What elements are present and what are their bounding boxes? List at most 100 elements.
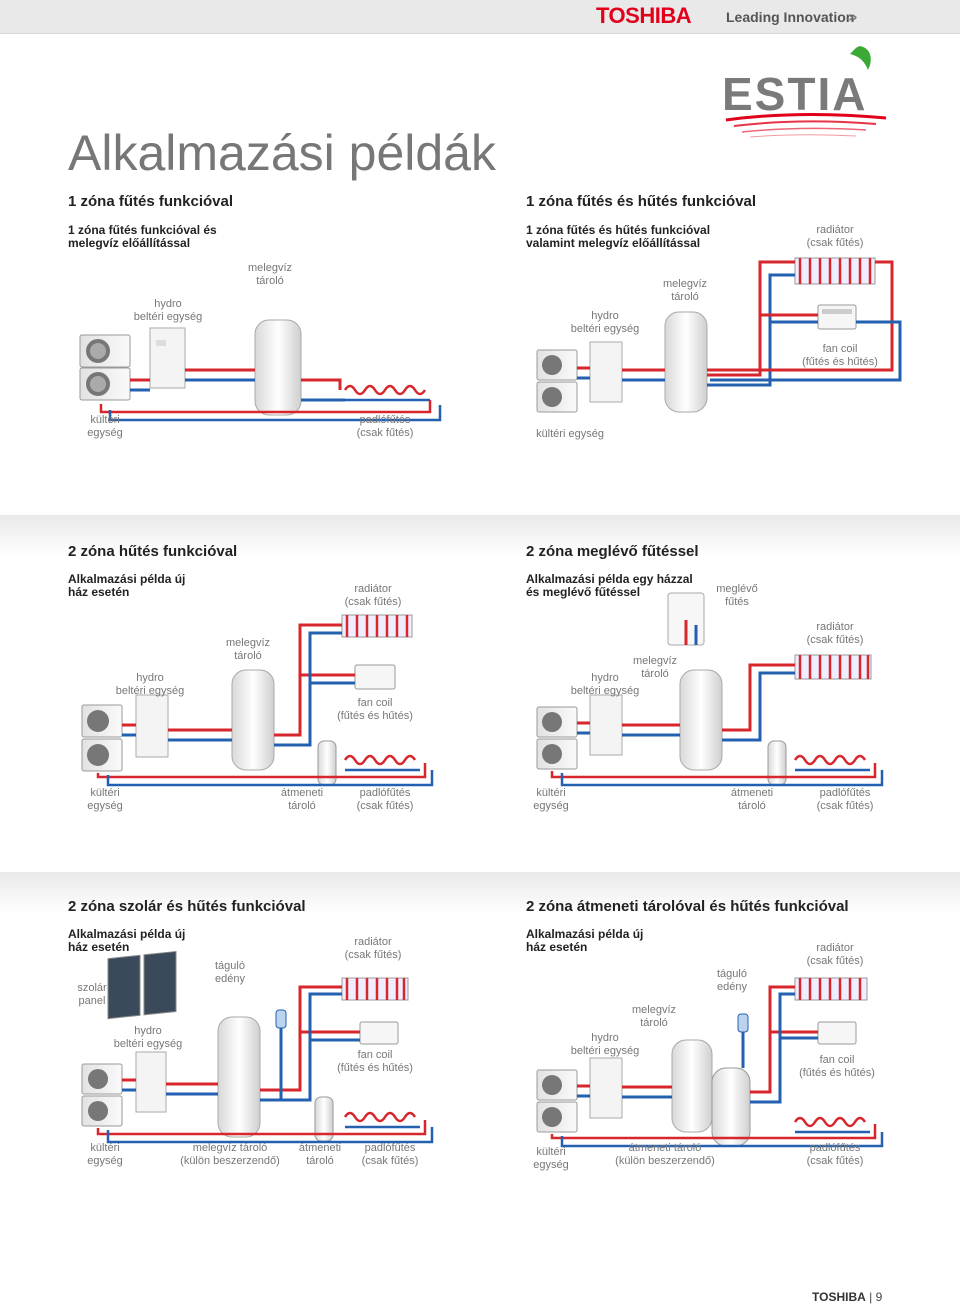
section-subtitle: 1 zóna fűtés és hűtés funkcióval valamin…: [526, 223, 711, 250]
label-radiator: radiátor (csak fűtés): [806, 942, 864, 967]
radiator-left: [341, 614, 413, 638]
label-floor: padlófűtés (csak fűtés): [356, 787, 414, 812]
label-buffer: átmeneti tároló: [280, 787, 324, 812]
label-outdoor: kültéri egység: [87, 787, 123, 812]
label-buffer: átmeneti tároló: [730, 787, 774, 812]
label-hydro: hydro beltéri egység: [570, 310, 640, 335]
brand-tagline: Leading Innovation: [726, 9, 855, 25]
label-tank: melegvíz tároló: [247, 262, 293, 287]
label-outdoor: kültéri egység: [533, 787, 569, 812]
hydro-unit-left: [149, 327, 186, 389]
section-1-diagram: [79, 257, 902, 422]
label-solar: szolár panel: [77, 982, 107, 1007]
label-radiator: radiátor (csak fűtés): [806, 621, 864, 646]
chevron-icon: »: [848, 8, 858, 26]
outdoor-unit-right: [536, 1069, 578, 1133]
leaf-icon: [850, 46, 871, 70]
label-floor: padlófűtés (csak fűtés): [361, 1142, 419, 1167]
estia-logo: ESTIA: [722, 46, 887, 138]
label-hydro: hydro beltéri egység: [113, 1025, 183, 1050]
outdoor-unit-right: [536, 349, 578, 413]
hot-water-tank-right: [671, 1039, 713, 1133]
label-fancoil: fan coil (fűtés és hűtés): [337, 1049, 413, 1074]
buffer-tank-right: [767, 740, 787, 786]
brand-name: TOSHIBA: [596, 3, 692, 28]
section-3: 2 zóna szolár és hűtés funkcióval Alkalm…: [0, 872, 960, 1272]
label-fancoil: fan coil (fűtés és hűtés): [337, 697, 413, 722]
label-radiator: radiátor (csak fűtés): [344, 936, 402, 961]
hot-water-tank-right: [664, 311, 708, 413]
expansion-vessel-right: [737, 1013, 749, 1033]
label-tank: melegvíz tároló (külön beszerzendő): [180, 1142, 280, 1167]
floor-heating-left: [343, 384, 430, 402]
hydro-unit-right: [589, 341, 623, 403]
label-hydro: hydro beltéri egység: [115, 672, 185, 697]
svg-text:ESTIA: ESTIA: [722, 68, 867, 120]
section-1: 1 zóna fűtés funkcióval 1 zóna fűtés fun…: [0, 180, 960, 510]
section-subtitle: Alkalmazási példa egy házzal és meglévő …: [526, 572, 693, 599]
fancoil-right: [817, 1021, 857, 1045]
hot-water-tank-left: [254, 319, 302, 416]
label-outdoor: kültéri egység: [536, 428, 604, 440]
section-title: 2 zóna átmeneti tárolóval és hűtés funkc…: [526, 898, 849, 915]
label-buffer: átmeneti tároló (külön beszerzendő): [615, 1142, 715, 1167]
section-subtitle: 1 zóna fűtés funkcióval és melegvíz előá…: [68, 223, 217, 250]
radiator-right: [794, 977, 868, 1001]
fancoil-left: [354, 664, 396, 690]
hydro-unit-left: [135, 694, 169, 758]
header-bar: TOSHIBA Leading Innovation »: [0, 0, 960, 34]
label-tank: melegvíz tároló: [632, 655, 678, 680]
label-hydro: hydro beltéri egység: [133, 298, 203, 323]
label-tank: melegvíz tároló: [662, 278, 708, 303]
outdoor-unit-left: [81, 704, 123, 772]
label-expansion: táguló edény: [215, 960, 245, 985]
label-existing-heating: meglévő fűtés: [716, 583, 758, 608]
section-title: 1 zóna fűtés és hűtés funkcióval: [526, 193, 757, 210]
section-3-diagram: [81, 950, 884, 1148]
section-title: 2 zóna meglévő fűtéssel: [526, 543, 699, 560]
outdoor-unit-right: [536, 706, 578, 770]
label-tank: melegvíz tároló: [631, 1004, 677, 1029]
section-title: 2 zóna hűtés funkcióval: [68, 543, 238, 560]
label-floor: padlófűtés (csak fűtés): [816, 787, 874, 812]
label-fancoil: fan coil (fűtés és hűtés): [799, 1054, 875, 1079]
radiator-right: [794, 654, 872, 680]
hot-water-tank-right: [679, 669, 723, 771]
footer-brand: TOSHIBA: [812, 1290, 866, 1304]
expansion-vessel-left: [275, 1009, 287, 1029]
section-2-diagram: [81, 592, 884, 787]
buffer-tank-left: [317, 740, 337, 786]
label-tank: melegvíz tároló: [225, 637, 271, 662]
label-floor: padlófűtés (csak fűtés): [356, 414, 414, 439]
hot-water-tank-left: [231, 669, 275, 771]
floor-heating-right: [793, 1116, 870, 1134]
label-hydro: hydro beltéri egység: [570, 672, 640, 697]
outdoor-unit-left: [81, 1063, 123, 1127]
label-floor: padlófűtés (csak fűtés): [806, 1142, 864, 1167]
section-2: 2 zóna hűtés funkcióval Alkalmazási péld…: [0, 515, 960, 845]
hot-water-tank-left: [217, 1016, 261, 1138]
page-number: 9: [875, 1290, 883, 1304]
outdoor-unit-left: [79, 334, 131, 401]
label-outdoor: kültéri egység: [87, 1142, 123, 1167]
label-outdoor: kültéri egység: [87, 414, 123, 439]
floor-heating-right: [793, 754, 870, 772]
section-title: 2 zóna szolár és hűtés funkcióval: [68, 898, 306, 915]
label-radiator: radiátor (csak fűtés): [806, 224, 864, 249]
label-fancoil: fan coil (fűtés és hűtés): [802, 343, 878, 368]
radiator-right: [794, 257, 876, 285]
buffer-tank-right: [711, 1067, 751, 1147]
hydro-unit-right: [589, 1057, 623, 1119]
label-buffer: átmeneti tároló: [298, 1142, 342, 1167]
page-title: Alkalmazási példák: [68, 125, 496, 181]
radiator-left: [341, 977, 409, 1001]
footer-separator: |: [869, 1290, 873, 1304]
floor-heating-left: [343, 1111, 420, 1129]
section-title: 1 zóna fűtés funkcióval: [68, 193, 234, 210]
fancoil-right: [817, 304, 857, 330]
solar-panel-left: [107, 950, 177, 1020]
floor-heating-left: [343, 754, 420, 772]
fancoil-left: [359, 1021, 399, 1045]
label-outdoor: kültéri egység: [533, 1146, 569, 1171]
section-subtitle: Alkalmazási példa új ház esetén: [526, 927, 644, 954]
